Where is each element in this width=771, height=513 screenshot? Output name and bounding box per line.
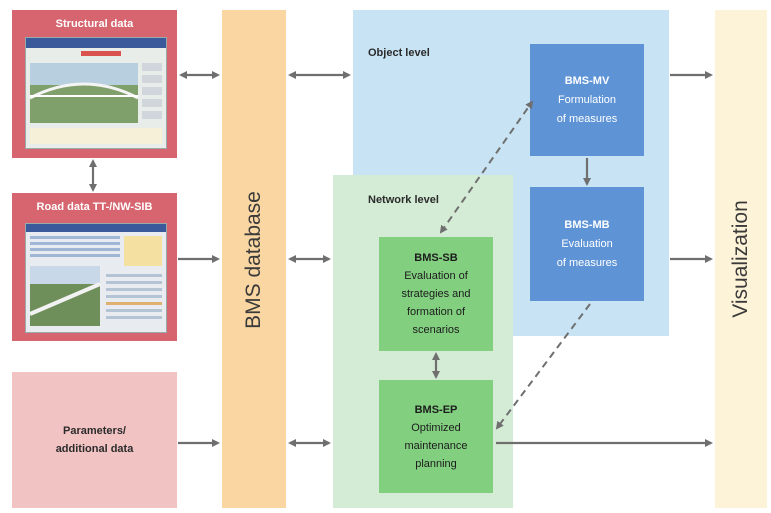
parameters-label: Parameters/ additional data — [12, 422, 177, 458]
bms-sb-box: BMS-SB Evaluation of strategies and form… — [379, 237, 493, 351]
bms-sb-name: BMS-SB — [414, 252, 458, 264]
bridge-screenshot-image — [26, 38, 166, 148]
parameters-box: Parameters/ additional data — [12, 372, 177, 508]
dashed-arrow-sb-mv — [439, 100, 534, 234]
bms-sb-line1: Evaluation of — [404, 270, 468, 282]
bms-sb-line2: strategies and — [401, 288, 471, 300]
object-level-title: Object level — [368, 47, 430, 59]
bms-mv-name: BMS-MV — [564, 74, 610, 87]
parameters-line1: Parameters/ — [63, 425, 126, 437]
bms-sb-line4: scenarios — [412, 324, 460, 336]
bms-mb-line2: of measures — [556, 256, 618, 269]
road-screenshot-image — [26, 224, 166, 332]
bms-sb-line3: formation of — [406, 306, 466, 318]
bms-mv-line1: Formulation — [557, 93, 617, 106]
bms-database-column: BMS database — [222, 10, 286, 508]
bms-mb-line1: Evaluation — [561, 237, 613, 250]
bms-ep-line1: Optimized — [411, 421, 461, 434]
visualization-column: Visualization — [715, 10, 767, 508]
dashed-arrow-mb-ep — [495, 303, 591, 430]
structural-data-box: Structural data — [12, 10, 177, 158]
road-data-title: Road data TT-/NW-SIB — [36, 201, 153, 213]
road-data-box: Road data TT-/NW-SIB — [12, 193, 177, 341]
bms-ep-line2: maintenance — [404, 439, 468, 452]
network-level-title: Network level — [368, 194, 439, 206]
bms-ep-box: BMS-EP Optimized maintenance planning — [379, 380, 493, 493]
bms-mb-name: BMS-MB — [564, 218, 610, 231]
road-data-screenshot — [25, 223, 167, 333]
bms-mv-line2: of measures — [556, 112, 618, 125]
structural-data-title: Structural data — [55, 18, 134, 30]
bms-mb-box: BMS-MB Evaluation of measures — [530, 187, 644, 301]
bms-ep-name: BMS-EP — [414, 403, 458, 416]
bms-ep-line3: planning — [415, 457, 457, 470]
bms-mv-box: BMS-MV Formulation of measures — [530, 44, 644, 156]
structural-data-screenshot — [25, 37, 167, 149]
parameters-line2: additional data — [55, 443, 134, 455]
